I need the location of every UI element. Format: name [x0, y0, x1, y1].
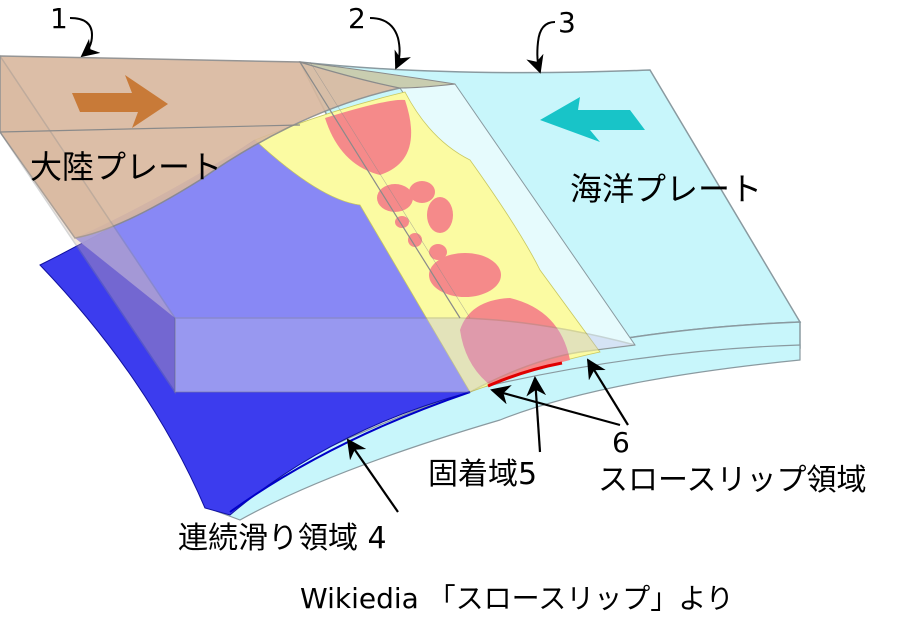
oceanic-plate-arrow [540, 97, 645, 142]
locked-zone-lower [460, 298, 570, 385]
locked-patch [429, 253, 501, 297]
continental-plate-front [174, 317, 636, 393]
locked-patch [409, 181, 435, 203]
continental-plate-edge [0, 54, 176, 395]
locked-patch [427, 197, 453, 233]
locked-patch [408, 233, 422, 247]
continuous-slip-overlay [75, 140, 470, 392]
pointer-arrow-slow-slip-b [586, 358, 629, 426]
callout-arrow-1 [69, 17, 101, 58]
locked-patch [429, 244, 447, 260]
continuous-slip-boundary [229, 391, 471, 513]
callout-arrow-3 [526, 21, 556, 74]
label-number-3: 3 [558, 6, 576, 39]
source-caption: Wikiedia 「スロースリップ」より [300, 582, 734, 615]
continental-plate-slope [299, 61, 456, 89]
label-continuous-slip-region: 連続滑り領域 4 [178, 521, 387, 556]
label-slow-slip-region: スロースリップ領域 [598, 463, 867, 498]
label-number-1: 1 [50, 2, 68, 35]
callout-arrow-2 [369, 17, 411, 70]
label-number-2: 2 [348, 2, 366, 35]
pointer-arrow-slow-slip-a [490, 385, 621, 427]
locked-zone [325, 99, 412, 175]
label-number-6: 6 [612, 426, 630, 459]
label-oceanic-plate: 海洋プレート [570, 170, 762, 208]
continental-plate-arrow [72, 75, 168, 128]
locked-boundary [487, 361, 563, 388]
label-locked-zone: 固着域5 [428, 457, 537, 492]
pointer-arrow-continuous [346, 438, 399, 513]
label-continental-plate: 大陸プレート [30, 148, 222, 186]
pointer-arrow-locked [526, 376, 547, 453]
